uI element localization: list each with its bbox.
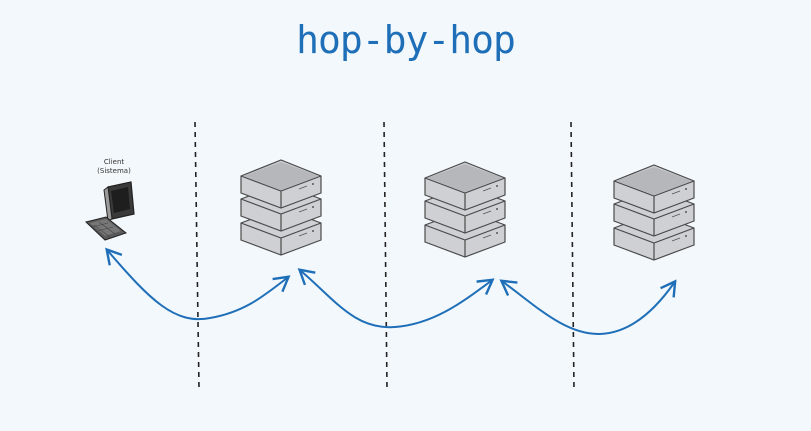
server-stack-3 xyxy=(613,164,695,261)
client-label-line2: (Sistema) xyxy=(97,167,131,175)
server-stack-1 xyxy=(240,159,322,256)
diagram-title: hop-by-hop xyxy=(296,18,516,62)
hop-divider-3 xyxy=(570,121,575,391)
hop-arrow-2 xyxy=(297,268,495,329)
hop-arrow-1 xyxy=(105,247,291,321)
client-label-line1: Client xyxy=(103,158,125,166)
server-stack-2 xyxy=(424,161,506,258)
hop-divider-2 xyxy=(383,121,388,389)
computer-icon xyxy=(84,181,135,241)
hop-divider-1 xyxy=(194,121,200,389)
hop-arrow-3 xyxy=(499,279,677,336)
client-label: Client (Sistema) xyxy=(88,158,140,176)
